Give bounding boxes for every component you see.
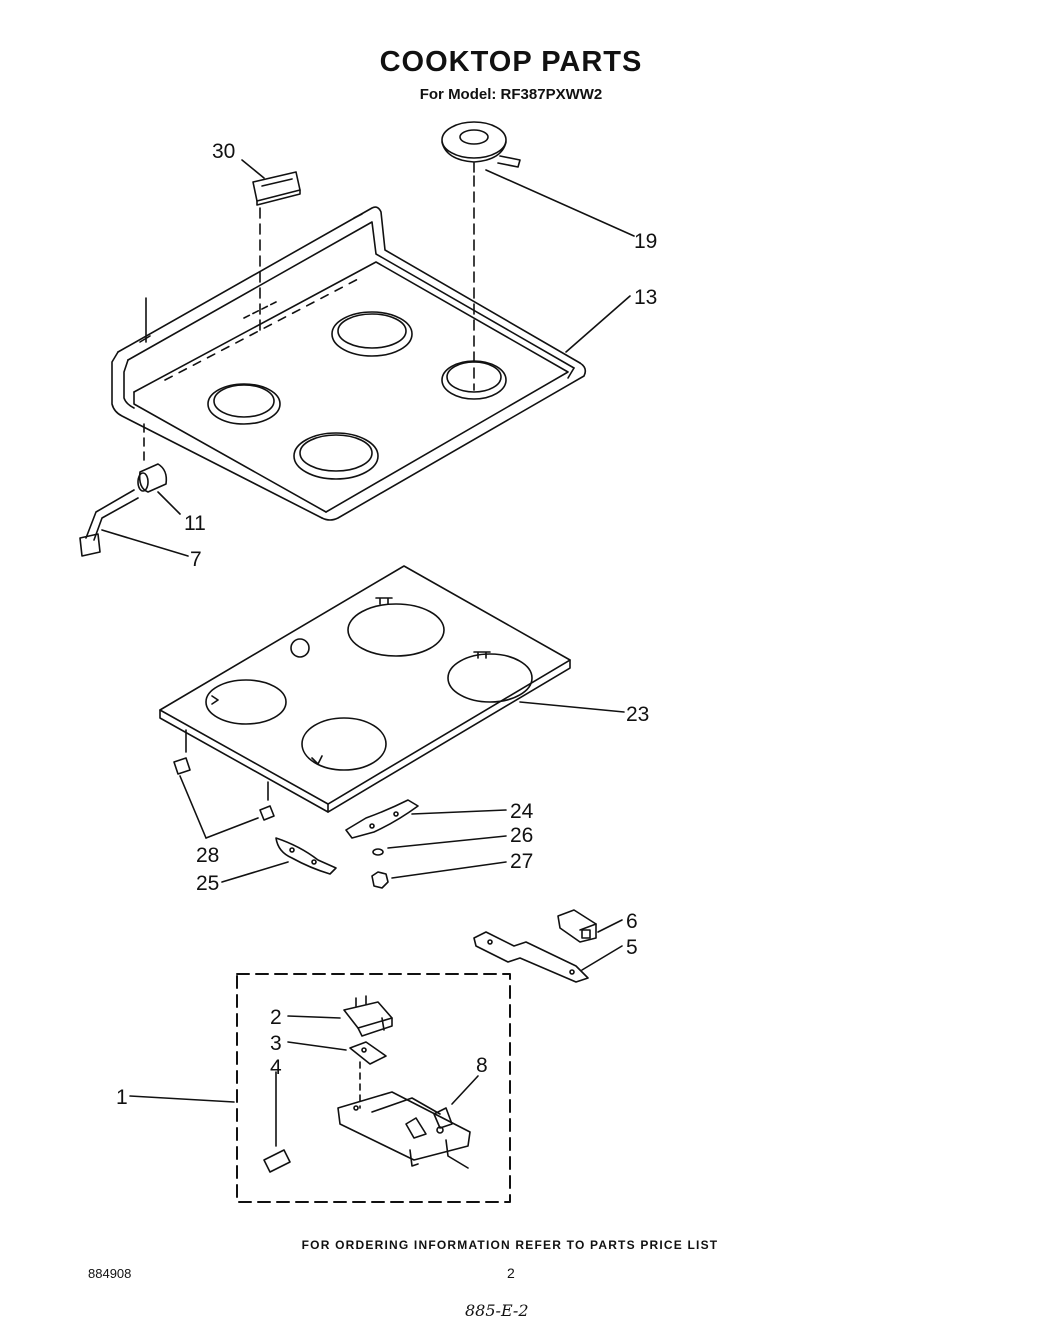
bracket-part-5 [473, 931, 589, 983]
cooktop-panel-part-23 [159, 565, 571, 813]
leader-line-7 [101, 529, 189, 557]
callout-23: 23 [626, 703, 649, 726]
callout-27: 27 [510, 850, 533, 873]
document-number: 884908 [88, 1266, 132, 1281]
bracket-part-24 [345, 799, 419, 839]
callout-28: 28 [196, 844, 219, 867]
callout-6: 6 [626, 910, 638, 933]
cooktop-frame-part-13 [111, 206, 587, 521]
leader-line-23 [519, 701, 625, 713]
ordering-footer: FOR ORDERING INFORMATION REFER TO PARTS … [301, 1238, 719, 1252]
bracket-part-30 [252, 171, 301, 206]
model-subtitle: For Model: RF387PXWW2 [419, 86, 603, 103]
callout-30: 30 [212, 140, 235, 163]
callout-13: 13 [634, 286, 657, 309]
leader-line-13 [565, 295, 631, 353]
harness-part-8 [337, 1091, 471, 1169]
callout-5: 5 [626, 936, 638, 959]
leader-line-26 [387, 835, 507, 849]
surface-element-part-19 [441, 121, 521, 173]
callout-24: 24 [510, 800, 534, 823]
sleeve-part-11 [137, 463, 168, 493]
leader-line-27 [391, 861, 507, 879]
label-part-4 [263, 1149, 291, 1173]
callout-25: 25 [196, 872, 219, 895]
callout-26: 26 [510, 824, 533, 847]
switch-part-2 [343, 995, 393, 1037]
page-number: 2 [507, 1265, 515, 1281]
leader-line-30 [241, 159, 265, 179]
leader-line-28b [205, 817, 259, 839]
callout-11: 11 [184, 512, 206, 535]
callout-labels: 30 19 13 11 7 23 24 26 27 28 25 6 5 2 3 … [116, 140, 657, 1109]
knob-part-6 [557, 909, 597, 943]
leader-line-1 [129, 1095, 235, 1103]
nut-part-27 [371, 871, 389, 889]
leader-line-5 [581, 945, 623, 971]
callout-7: 7 [190, 548, 202, 571]
leader-line-8 [451, 1075, 479, 1105]
callout-1: 1 [116, 1086, 128, 1109]
leader-line-6 [597, 919, 623, 933]
handwritten-note: 885-E-2 [465, 1301, 529, 1320]
callout-3: 3 [270, 1032, 282, 1055]
leader-line-25 [221, 861, 289, 883]
callout-8: 8 [476, 1054, 488, 1077]
leader-line-11 [157, 491, 181, 515]
leader-line-19 [485, 169, 635, 237]
leader-line-24 [411, 809, 507, 815]
callout-19: 19 [634, 230, 657, 253]
leader-line-2 [287, 1015, 341, 1019]
callout-4: 4 [270, 1056, 282, 1079]
bracket-part-25 [275, 837, 337, 875]
kit-box-part-1 [236, 973, 511, 1203]
clip-part-28 [173, 757, 275, 821]
washer-part-26 [372, 848, 384, 856]
page-title: COOKTOP PARTS [379, 46, 643, 78]
leader-line-3 [287, 1041, 347, 1051]
callout-2: 2 [270, 1006, 282, 1029]
leader-line-28a [179, 775, 207, 839]
insulator-part-3 [349, 1041, 387, 1065]
wire-lead-part-7 [79, 489, 139, 557]
leader-lines [101, 159, 635, 1147]
